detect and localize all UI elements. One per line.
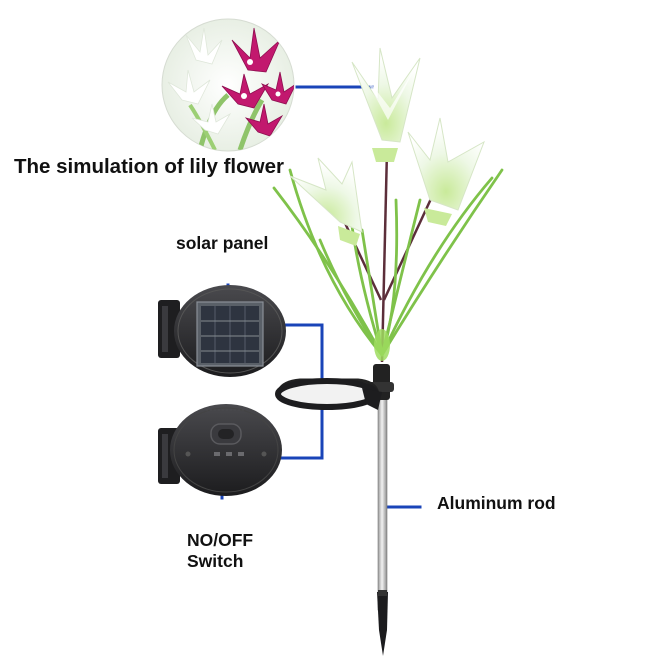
label-switch-line-2: Switch — [187, 551, 253, 572]
lily-light-stake — [274, 48, 502, 656]
callout-switch-link-line — [282, 408, 322, 458]
callout-panel-link-line — [284, 325, 322, 380]
lily-bloom-right — [408, 118, 484, 226]
label-lily-flower: The simulation of lily flower — [14, 155, 284, 179]
label-solar-panel: solar panel — [176, 233, 268, 254]
label-on-off-switch: NO/OFF Switch — [187, 530, 253, 571]
label-switch-line-1: NO/OFF — [187, 530, 253, 551]
lily-bloom-top — [352, 48, 420, 162]
lily-flower-inset — [162, 19, 296, 151]
label-aluminum-rod: Aluminum rod — [437, 493, 556, 514]
solar-panel-unit — [158, 285, 286, 377]
solar-holder-ring — [278, 380, 382, 410]
switch-unit — [158, 404, 282, 496]
